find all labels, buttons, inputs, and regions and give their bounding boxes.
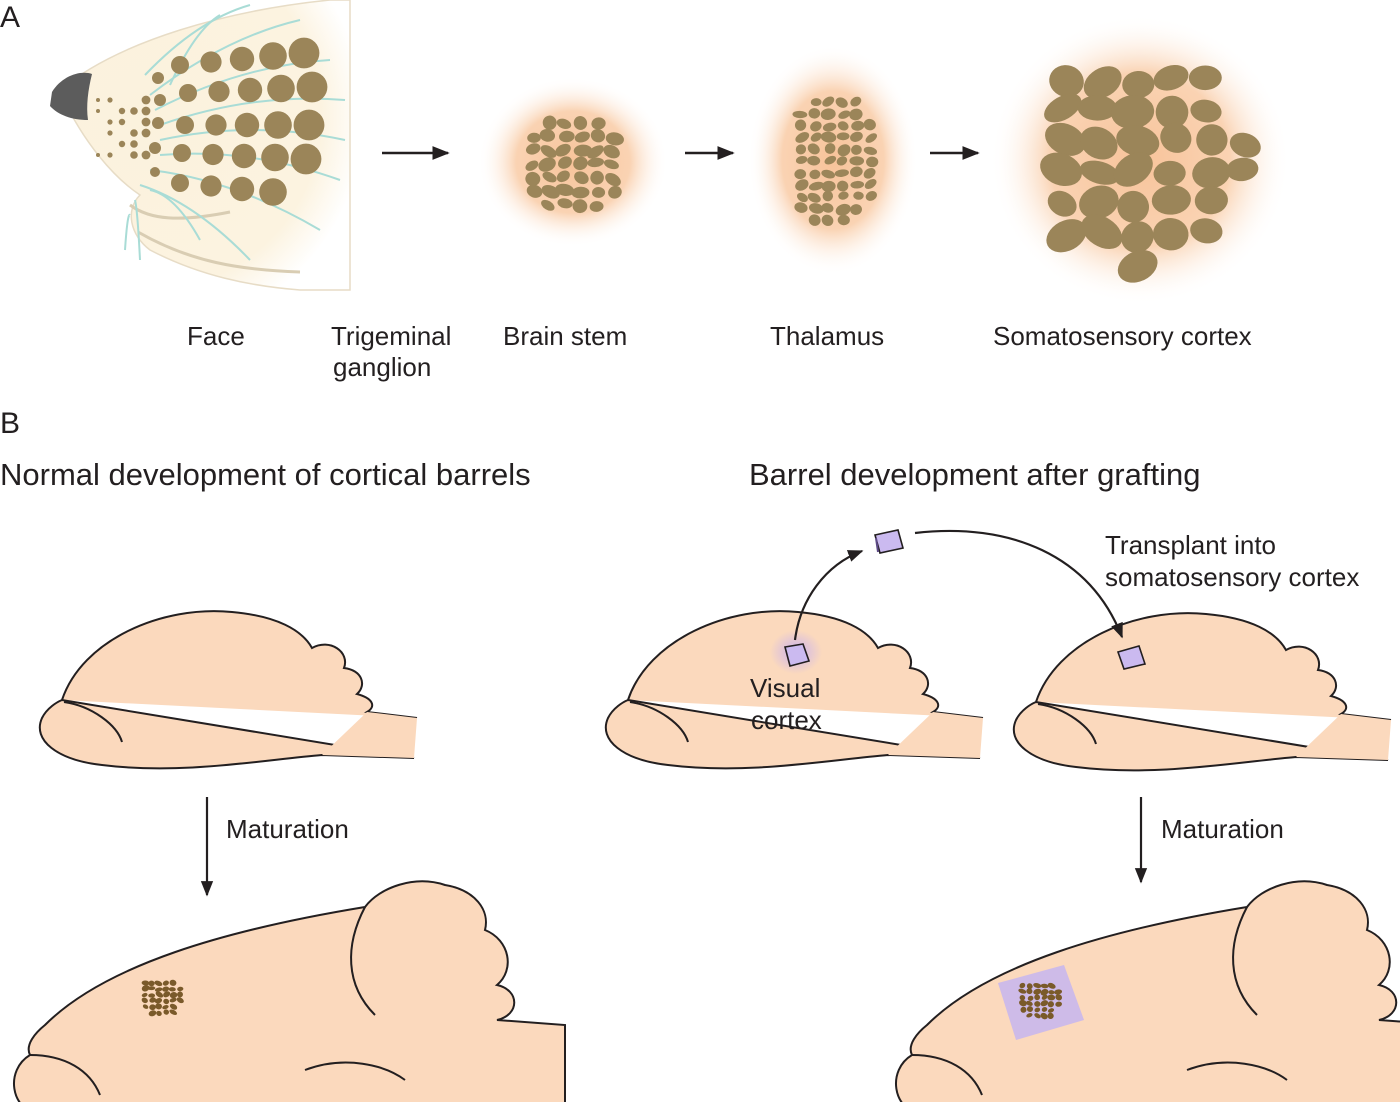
normal-title: Normal development of cortical barrels (0, 457, 531, 492)
transplant-arrow (914, 529, 1124, 639)
face-label: Face (187, 321, 245, 351)
mature-barrel-field (141, 979, 184, 1017)
thalamus-barreloids (748, 45, 918, 275)
removal-arrow (793, 549, 864, 641)
trigeminal-label-line2: ganglion (333, 352, 432, 382)
brain-normal-mature (13, 880, 566, 1102)
brain-stem-barrelettes (478, 77, 668, 247)
panel-label-a: A (0, 1, 21, 34)
brain-stem-label: Brain stem (503, 321, 628, 351)
nose-icon (50, 72, 92, 120)
cortex-label: Somatosensory cortex (993, 321, 1252, 351)
visual-cortex-label-line2: cortex (751, 705, 822, 735)
grafted-barrel-field (998, 965, 1084, 1040)
graft-tissue-icon (1116, 645, 1147, 670)
maturation-label-normal: Maturation (226, 814, 349, 844)
transplant-label-line2: somatosensory cortex (1105, 562, 1360, 592)
transplant-label-line1: Transplant into (1105, 530, 1277, 560)
graft-title: Barrel development after grafting (749, 457, 1201, 492)
graft-tissue-icon (874, 529, 904, 554)
brain-graft-mature (895, 880, 1400, 1102)
maturation-label-graft: Maturation (1161, 814, 1284, 844)
whisker-pads (96, 37, 328, 206)
graft-tissue-icon (784, 643, 811, 667)
trigeminal-label-line1: Trigeminal (331, 321, 452, 351)
rodent-face (50, 0, 351, 291)
panel-label-b: B (0, 407, 21, 440)
brain-donor-immature (604, 610, 984, 770)
visual-cortex-label-line1: Visual (750, 673, 821, 703)
cortex-barrels (990, 15, 1290, 305)
thalamus-label: Thalamus (770, 321, 885, 351)
brain-normal-immature (38, 610, 418, 770)
brain-host-immature (1012, 612, 1392, 772)
